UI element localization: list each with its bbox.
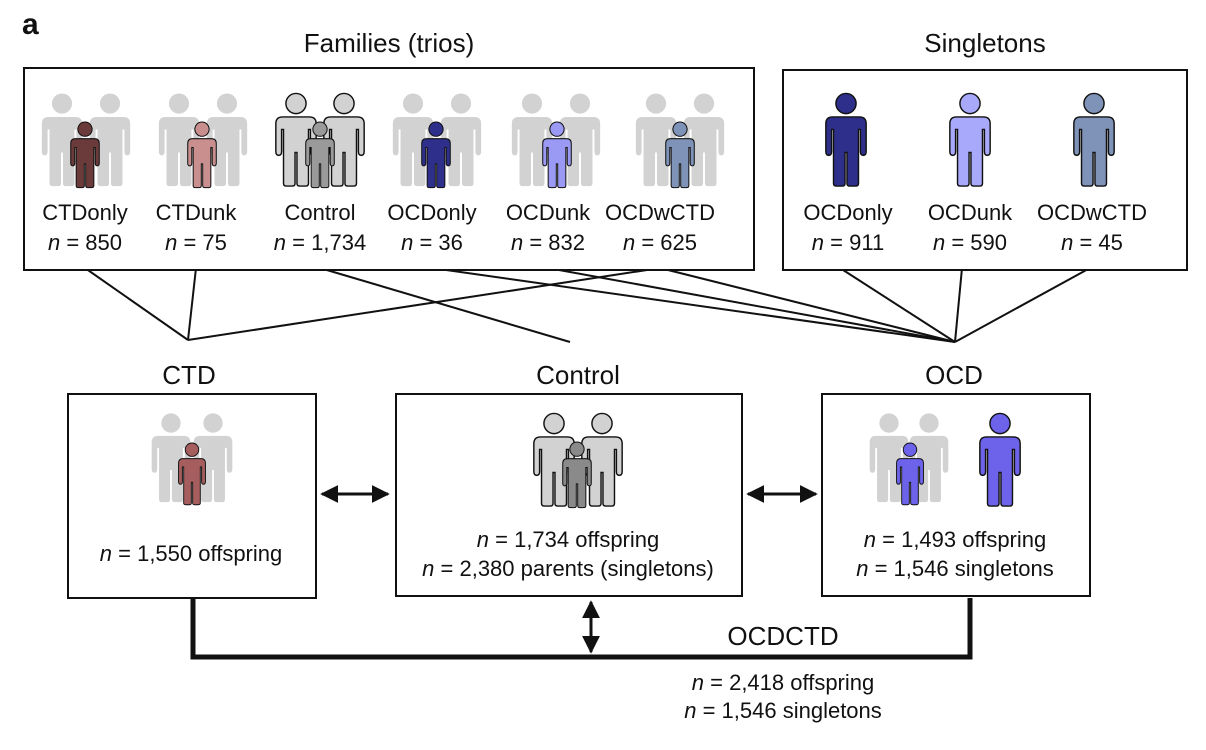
family-ctdunk-label: CTDunk (155, 200, 237, 225)
family-ocdonly-label: OCDonly (387, 200, 477, 225)
n-symbol: n (47, 230, 61, 255)
connector-ocdonly-ocd (431, 267, 956, 343)
family-ocdunk-n-value: 832 (548, 230, 586, 255)
family-ocdunk-label: OCDunk (505, 200, 591, 225)
singleton-ocdonly-label: OCDonly (803, 200, 893, 225)
family-control-label: Control (284, 200, 356, 225)
connector-ctdonly-ctd (84, 267, 189, 341)
n-symbol: n (691, 670, 705, 695)
ocd-title: OCD (925, 360, 983, 390)
equals-sign: = (489, 527, 515, 552)
family-ocdwctd-n: n = 625 (623, 230, 697, 256)
equals-sign: = (523, 230, 549, 255)
ocdctd-offspring-value: 2,418 offspring (729, 670, 875, 695)
equals-sign: = (413, 230, 439, 255)
control-offspring-n: n = 1,734 offspring (477, 527, 659, 553)
equals-sign: = (177, 230, 203, 255)
ocd-singletons-value: 1,546 singletons (893, 556, 1054, 581)
n-symbol: n (165, 230, 178, 255)
n-symbol: n (401, 230, 414, 255)
singleton-ocdwctd-n-value: 45 (1098, 230, 1123, 255)
family-control-n-value: 1,734 (311, 230, 367, 255)
n-symbol: n (1061, 230, 1074, 255)
equals-sign: = (434, 556, 460, 581)
panel-letter: a (22, 8, 39, 41)
equals-sign: = (1073, 230, 1099, 255)
families-title: Families (trios) (303, 28, 475, 58)
family-ocdwctd-n-value: 625 (660, 230, 698, 255)
equals-sign: = (824, 230, 850, 255)
n-symbol: n (476, 527, 490, 552)
equals-sign: = (868, 556, 894, 581)
singletons-title: Singletons (924, 28, 1046, 58)
singleton-ocdwctd-label: OCDwCTD (1037, 200, 1147, 225)
control-title: Control (536, 360, 620, 390)
n-symbol: n (932, 230, 946, 255)
families-box (23, 67, 755, 271)
equals-sign: = (635, 230, 661, 255)
singleton-ocdonly-n: n = 911 (812, 230, 884, 256)
n-symbol: n (811, 230, 825, 255)
n-symbol: n (856, 556, 869, 581)
equals-sign: = (876, 527, 902, 552)
n-symbol: n (863, 527, 877, 552)
family-ctdonly-n-value: 850 (85, 230, 123, 255)
equals-sign: = (112, 541, 138, 566)
control-parents-n: n = 2,380 parents (singletons) (422, 556, 714, 582)
family-ctdunk-n-value: 75 (202, 230, 227, 255)
ocd-singletons-n: n = 1,546 singletons (856, 556, 1054, 582)
ocdctd-offspring-n: n = 2,418 offspring (692, 670, 874, 696)
equals-sign: = (696, 698, 722, 723)
family-ctdunk-n: n = 75 (165, 230, 227, 256)
family-ocdonly-n-value: 36 (438, 230, 463, 255)
control-offspring-value: 1,734 offspring (514, 527, 660, 552)
connector-ocdunk-ocd (547, 267, 956, 343)
equals-sign: = (704, 670, 730, 695)
family-ocdwctd-label: OCDwCTD (605, 200, 715, 225)
singleton-ocdunk-label: OCDunk (927, 200, 1013, 225)
family-ctdonly-label: CTDonly (42, 200, 128, 225)
ocdctd-singletons-value: 1,546 singletons (721, 698, 882, 723)
family-ocdunk-n: n = 832 (511, 230, 585, 256)
n-symbol: n (99, 541, 113, 566)
connector-control-control (319, 267, 571, 343)
ocdctd-title: OCDCTD (727, 621, 839, 651)
n-symbol: n (684, 698, 697, 723)
n-symbol: n (622, 230, 636, 255)
ocd-box (821, 393, 1091, 597)
equals-sign: = (60, 230, 86, 255)
control-parents-value: 2,380 parents (singletons) (459, 556, 714, 581)
equals-sign: = (286, 230, 312, 255)
ctd-offspring-value: 1,550 offspring (137, 541, 283, 566)
ctd-title: CTD (162, 360, 216, 390)
equals-sign: = (945, 230, 971, 255)
connector-ocdwctd-ctd (187, 267, 661, 341)
family-ocdonly-n: n = 36 (401, 230, 463, 256)
connector-lines (84, 267, 1091, 343)
ocdctd-singletons-n: n = 1,546 singletons (684, 698, 882, 724)
ctd-offspring-n: n = 1,550 offspring (100, 541, 282, 567)
family-ctdonly-n: n = 850 (48, 230, 122, 256)
connector-single-ocdunk-ocd (954, 267, 963, 343)
singleton-ocdunk-n: n = 590 (933, 230, 1007, 256)
n-symbol: n (273, 230, 287, 255)
family-control-n: n = 1,734 (274, 230, 366, 256)
connector-single-ocdonly-ocd (839, 267, 956, 343)
singleton-ocdunk-n-value: 590 (970, 230, 1008, 255)
ctd-box (67, 393, 317, 599)
connector-ocdwctd-ocd (659, 267, 956, 343)
ocd-offspring-value: 1,493 offspring (901, 527, 1047, 552)
connector-ctdunk-ctd (187, 267, 197, 341)
n-symbol: n (422, 556, 435, 581)
ocdctd-bracket (190, 598, 973, 660)
singleton-ocdwctd-n: n = 45 (1061, 230, 1123, 256)
singleton-ocdonly-n-value: 911 (849, 230, 885, 255)
connector-single-ocdwctd-ocd (954, 267, 1091, 343)
ocd-offspring-n: n = 1,493 offspring (864, 527, 1046, 553)
n-symbol: n (510, 230, 524, 255)
